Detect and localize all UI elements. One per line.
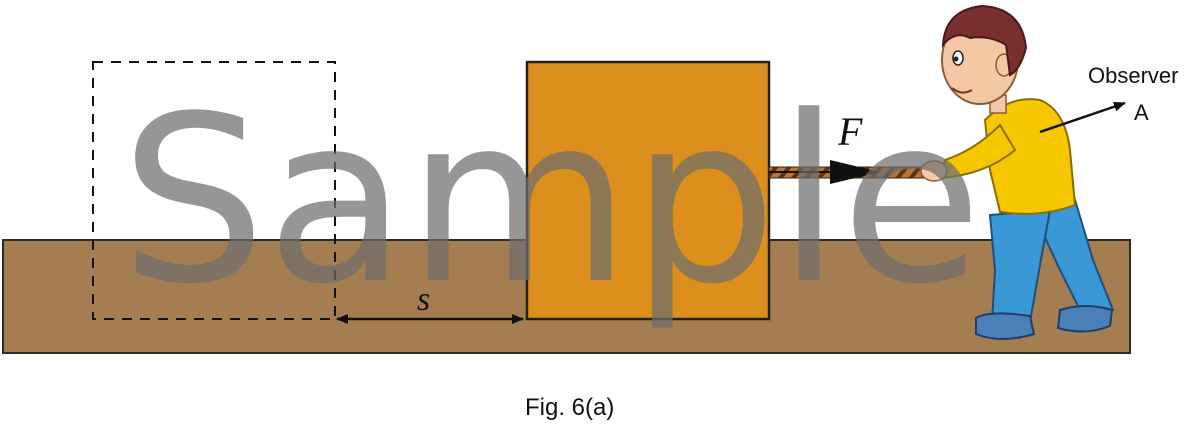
force-label: F	[837, 109, 863, 154]
watermark-text: Sample	[120, 68, 982, 335]
force-arrow-head	[830, 160, 880, 184]
block	[525, 60, 771, 321]
initial-block-outline	[92, 61, 336, 320]
figure-caption: Fig. 6(a)	[525, 394, 614, 421]
boy-pulling-rope-icon	[920, 4, 1115, 340]
observer-label-line1: Observer	[1088, 63, 1178, 88]
observer-label-line2: A	[1134, 100, 1149, 125]
observer-arrow	[1039, 101, 1126, 134]
displacement-label: s	[417, 281, 430, 318]
